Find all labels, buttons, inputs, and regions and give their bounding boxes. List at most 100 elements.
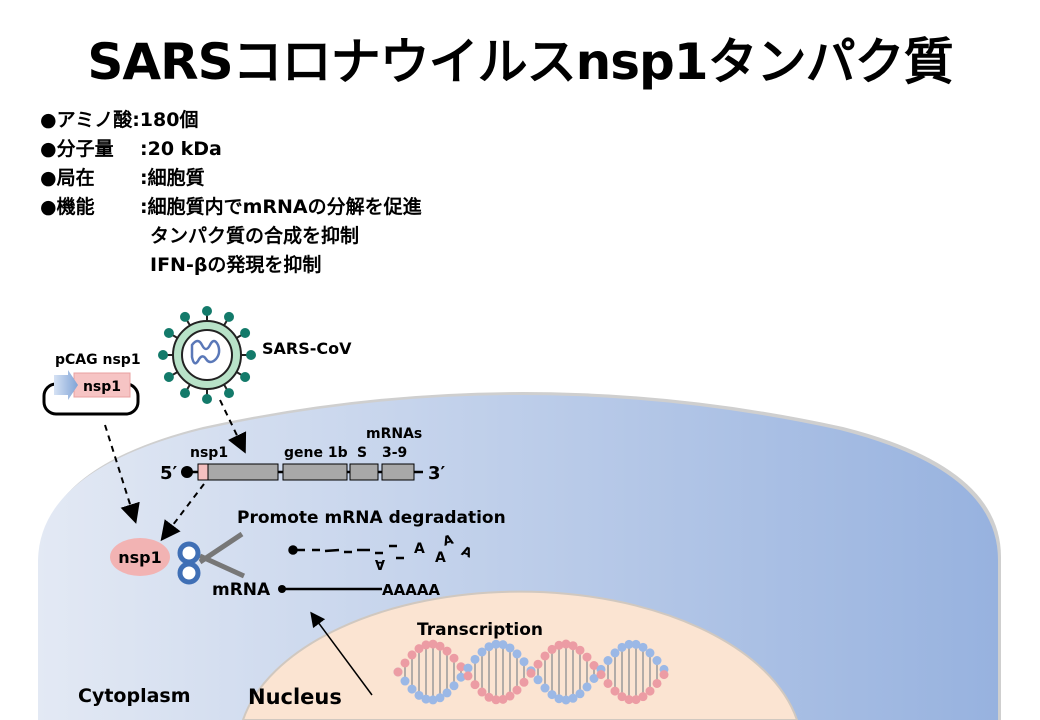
nucleus-label: Nucleus (248, 685, 342, 709)
helix-nucleotide (652, 656, 662, 666)
helix-nucleotide (638, 642, 648, 652)
virus-spike-head (202, 394, 212, 404)
genome-to-nsp1-arrow (160, 483, 205, 542)
bullet-value: :細胞質 (140, 167, 205, 189)
helix-nucleotide (456, 662, 466, 672)
helix-nucleotide (435, 693, 445, 703)
helix-nucleotide (596, 670, 606, 680)
helix-nucleotide (484, 692, 494, 702)
helix-nucleotide (631, 695, 641, 705)
virus-spike-head (163, 328, 174, 338)
helix-nucleotide (393, 667, 403, 677)
slide-title: SARSコロナウイルスnsp1タンパク質 (87, 33, 953, 91)
bullet-localization: ●局在 :細胞質 (40, 164, 422, 193)
helix-nucleotide (519, 677, 529, 687)
bullet-molecular-weight: ●分子量 :20 kDa (40, 135, 422, 164)
helix-nucleotide (582, 652, 592, 662)
polya-tail: AAAAA (382, 581, 440, 599)
helix-nucleotide (589, 674, 599, 684)
helix-nucleotide (477, 647, 487, 657)
gene-label-3-9: 3-9 (382, 445, 407, 461)
function-line-3: IFN-βの発現を抑制 (150, 254, 322, 276)
viral-genome (181, 463, 423, 481)
property-list: ●アミノ酸:180個 ●分子量 :20 kDa ●局在 :細胞質 ●機能:細胞質内で… (40, 106, 422, 280)
helix-nucleotide (561, 639, 571, 649)
helix-nucleotide (400, 658, 410, 668)
virus-label: SARS-CoV (262, 339, 352, 358)
degraded-mrna (288, 544, 404, 560)
helix-nucleotide (491, 695, 501, 705)
helix-nucleotide (421, 694, 431, 704)
helix-nucleotide (505, 691, 515, 701)
five-prime-label: 5′ (160, 463, 178, 484)
bullet-value: :180個 (132, 109, 199, 131)
helix-nucleotide (638, 692, 648, 702)
helix-nucleotide (533, 659, 543, 669)
helix-nucleotide (568, 641, 578, 651)
bullet-label: ●アミノ酸 (40, 109, 133, 131)
helix-nucleotide (407, 650, 417, 660)
function-line-2: タンパク質の合成を抑制 (150, 225, 360, 247)
bullet-label: ●局在 (40, 167, 95, 189)
virus-spike-head (180, 388, 190, 399)
virus-spike-head (202, 306, 212, 316)
virus-icon (158, 306, 256, 404)
helix-nucleotide (414, 690, 424, 700)
helix-nucleotide (463, 671, 473, 681)
helix-nucleotide (652, 678, 662, 688)
helix-nucleotide (498, 694, 508, 704)
bullet-label: ●分子量 (40, 138, 114, 160)
helix-nucleotide (449, 681, 459, 691)
helix-nucleotide (624, 695, 634, 705)
helix-nucleotide (582, 682, 592, 692)
helix-nucleotide (498, 640, 508, 650)
bullet-value: :20 kDa (140, 138, 222, 160)
virus-to-genome-arrow (219, 399, 247, 454)
three-prime-label: 3′ (428, 463, 446, 484)
virus-spike-head (163, 372, 174, 382)
helix-nucleotide (491, 639, 501, 649)
helix-nucleotide (533, 675, 543, 685)
helix-nucleotide (603, 678, 613, 688)
bullet-amino-acids: ●アミノ酸:180個 (40, 106, 422, 135)
helix-nucleotide (610, 686, 620, 696)
loose-a: A (442, 533, 456, 550)
helix-nucleotide (449, 653, 459, 663)
nsp1-protein (110, 538, 170, 576)
helix-nucleotide (659, 670, 669, 680)
helix-nucleotide (505, 643, 515, 653)
plasmid-label: pCAG nsp1 (55, 352, 141, 368)
loose-a: A (435, 550, 446, 566)
scissors-icon (177, 531, 246, 585)
helix-nucleotide (456, 672, 466, 682)
helix-nucleotide (421, 640, 431, 650)
helix-nucleotide (540, 683, 550, 693)
virus-spike-head (240, 372, 251, 382)
helix-nucleotide (617, 692, 627, 702)
nsp1-protein-label: nsp1 (118, 548, 162, 567)
helix-nucleotide (540, 651, 550, 661)
plasmid-to-nsp1-arrow (104, 424, 140, 524)
helix-nucleotide (442, 646, 452, 656)
bullet-label: ●機能 (40, 196, 95, 218)
helix-nucleotide (428, 695, 438, 705)
helix-nucleotide (547, 644, 557, 654)
helix-nucleotide (575, 645, 585, 655)
virus-spike-head (180, 311, 190, 322)
bullet-function: ●機能:細胞質内でmRNAの分解を促進 (40, 193, 422, 222)
gene-label-s: S (357, 445, 367, 461)
helix-nucleotide (484, 642, 494, 652)
virus-spike-head (158, 350, 168, 360)
mrna-label: mRNA (212, 580, 271, 600)
helix-nucleotide (554, 694, 564, 704)
helix-nucleotide (645, 648, 655, 658)
plasmid-gene-label: nsp1 (83, 379, 121, 395)
helix-nucleotide (442, 688, 452, 698)
degradation-label: Promote mRNA degradation (237, 508, 506, 528)
virus-spike-head (246, 350, 256, 360)
helix-nucleotide (463, 663, 473, 673)
helix-nucleotide (624, 639, 634, 649)
helix-nucleotide (603, 656, 613, 666)
helix-nucleotide (575, 689, 585, 699)
